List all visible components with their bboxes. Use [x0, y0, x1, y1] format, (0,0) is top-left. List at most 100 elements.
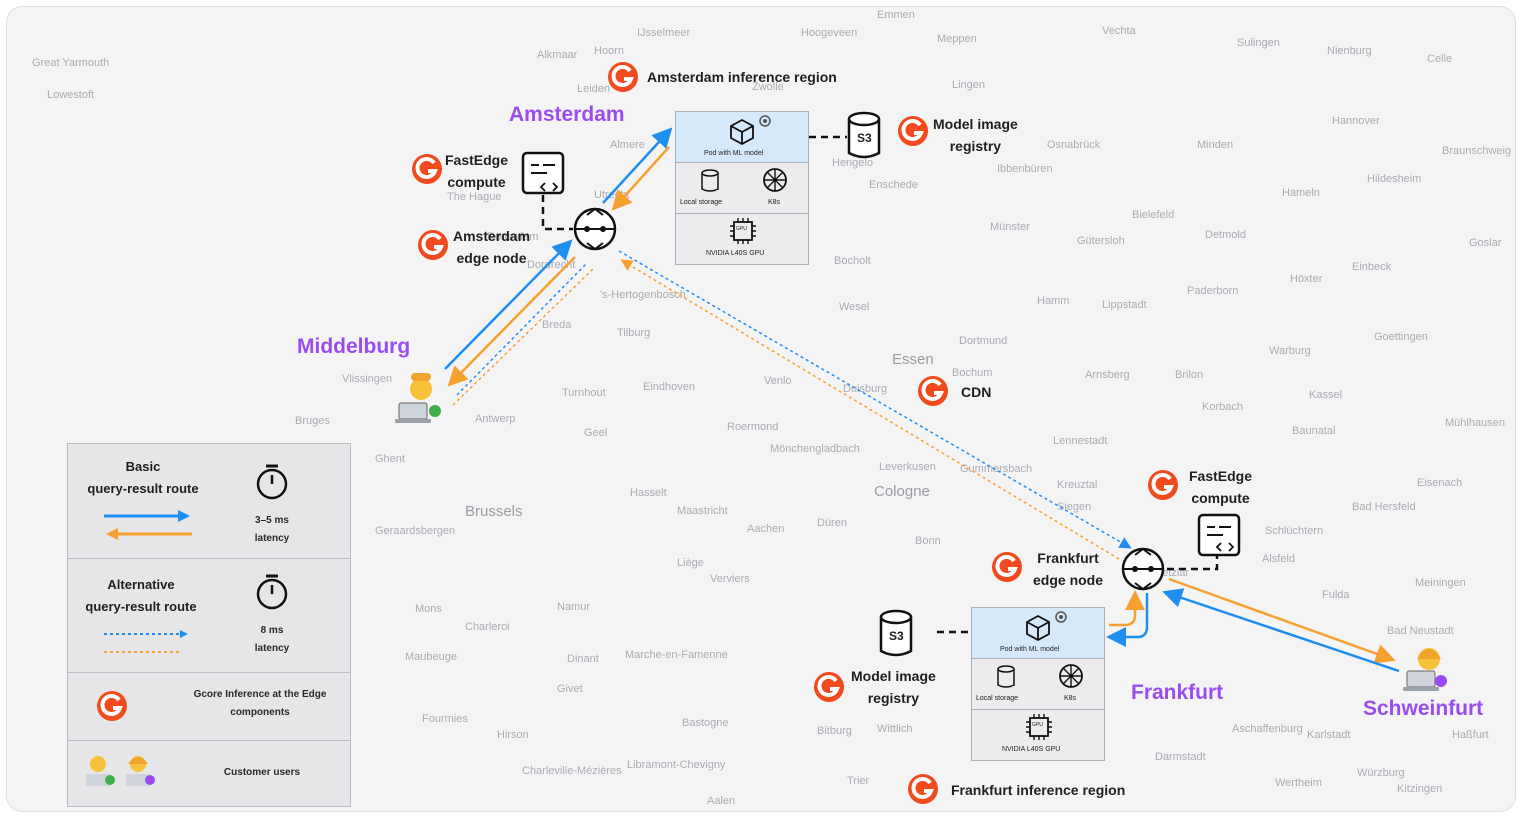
pod-storage-k8s: Local storage K8s	[676, 163, 808, 214]
map-place-label: Duisburg	[843, 383, 888, 395]
frankfurt-hub-label: Frankfurt	[1131, 681, 1224, 704]
ams-registry-icon	[847, 111, 881, 159]
alt-route-a	[456, 262, 588, 396]
ams-inference-pod[interactable]: Pod with ML model Local storage K8s GPU …	[675, 111, 809, 265]
map-place-label: Breda	[542, 319, 572, 331]
middelburg-hub-label: Middelburg	[297, 335, 411, 358]
map-place-label: Aalen	[707, 795, 736, 807]
map-place-label: Leiden	[577, 83, 611, 95]
map-place-label: Emmen	[877, 9, 915, 21]
map-place-label: Wertheim	[1275, 777, 1322, 789]
map-place-label: Charleroi	[465, 621, 510, 633]
ams-compute-link	[541, 195, 573, 231]
map-place-label: Hoorn	[594, 45, 624, 57]
storage-icon	[997, 665, 1015, 688]
map-place-label: Maastricht	[677, 505, 728, 517]
map-place-label: Kitzingen	[1397, 783, 1443, 795]
male-user-icon	[86, 756, 115, 786]
map-place-label: Wesel	[839, 301, 870, 313]
map-place-label: Detmold	[1205, 229, 1246, 241]
fra-compute-icon	[1197, 513, 1241, 557]
gcore-logo-icon	[918, 376, 948, 406]
map-place-label: Lippstadt	[1102, 299, 1147, 311]
middelburg-user-icon	[395, 373, 441, 423]
map-place-label: Great Yarmouth	[32, 57, 110, 69]
map-place-label: Namur	[557, 601, 591, 613]
ams-edge-node-icon	[573, 207, 617, 251]
map-place-label: Leverkusen	[879, 461, 936, 473]
map-place-label: Bielefeld	[1132, 209, 1175, 221]
map-place-label: Gummersbach	[960, 463, 1033, 475]
map-place-label: Bochum	[952, 367, 993, 379]
map-place-label: Mönchengladbach	[770, 443, 860, 455]
map-place-label: Bad Hersfeld	[1352, 501, 1416, 513]
map-place-label: Bruges	[295, 415, 330, 427]
stopwatch-icon	[256, 574, 288, 610]
route-overlay	[395, 111, 1447, 691]
map-place-label: Münster	[990, 221, 1030, 233]
map-place-label: Eindhoven	[643, 381, 695, 393]
map-place-label: Geel	[584, 427, 608, 439]
fra-inference-pod[interactable]: Pod with ML model Local storage K8s GPU …	[971, 607, 1105, 761]
map-place-label: Hirson	[497, 729, 529, 741]
map-place-label: Kreuztal	[1057, 479, 1098, 491]
map-place-label: Meiningen	[1415, 577, 1466, 589]
gcore-logo-icon	[418, 230, 448, 260]
map-place-label: Lingen	[952, 79, 986, 91]
map-place-label: Einbeck	[1352, 261, 1392, 273]
map-place-label: Hamm	[1037, 295, 1070, 307]
map-place-label: Hannover	[1332, 115, 1380, 127]
map-place-label: Turnhout	[562, 387, 606, 399]
schweinfurt-hub-label: Schweinfurt	[1363, 697, 1484, 720]
cube-icon	[1026, 614, 1050, 642]
map-place-label: Nienburg	[1327, 45, 1372, 57]
map-place-label: Mühlhausen	[1445, 417, 1505, 429]
map-place-label: Höxter	[1290, 273, 1323, 285]
map-place-label: Düren	[817, 517, 847, 529]
basic-route-up	[444, 239, 573, 370]
map-place-label: Baunatal	[1292, 425, 1336, 437]
sch-to-fra-route	[1162, 588, 1400, 673]
gcore-logo-icon	[412, 154, 442, 184]
map-place-label: Lennestadt	[1053, 435, 1108, 447]
map-place-label: Trier	[847, 775, 870, 787]
amsterdam-hub-label: Amsterdam	[509, 103, 625, 126]
map-place-label: Cologne	[874, 483, 930, 500]
gear-icon	[759, 115, 771, 127]
map-place-label: Korbach	[1202, 401, 1243, 413]
basic-route-arrows	[104, 510, 192, 540]
map-place-label: Hoogeveen	[801, 27, 858, 39]
map-place-label: Venlo	[764, 375, 792, 387]
map-place-label: Aschaffenburg	[1232, 723, 1303, 735]
fra-to-sch-route	[1168, 577, 1396, 664]
map-place-label: Dinant	[567, 653, 599, 665]
alt-route-arrows	[104, 630, 188, 653]
map-place-label: Kassel	[1309, 389, 1343, 401]
fra-pod-to-edge	[1109, 590, 1145, 627]
fra-registry-icon	[879, 609, 913, 657]
female-user-icon	[126, 756, 155, 786]
map-place-label: Fulda	[1322, 589, 1350, 601]
pod-ml-model: Pod with ML model	[972, 608, 1104, 659]
alt-route-long-blue	[618, 250, 1132, 549]
ams-pod-to-edge	[611, 146, 670, 211]
map-place-label: Rotterdam	[487, 231, 539, 243]
map-place-label: Bastogne	[682, 717, 729, 729]
map-place-label: Meppen	[937, 33, 977, 45]
map-place-label: IJsselmeer	[637, 27, 691, 39]
map-place-label: Braunschweig	[1442, 145, 1512, 157]
map-place-label: Bocholt	[834, 255, 871, 267]
map-place-label: Essen	[892, 351, 934, 368]
pod-ml-model: Pod with ML model	[676, 112, 808, 163]
map-place-label: Warburg	[1269, 345, 1311, 357]
map-place-label: Bad Neustadt	[1387, 625, 1454, 637]
gcore-logo-icon	[608, 62, 638, 92]
map-place-label: Lowestoft	[47, 89, 95, 101]
cube-icon	[730, 118, 754, 146]
